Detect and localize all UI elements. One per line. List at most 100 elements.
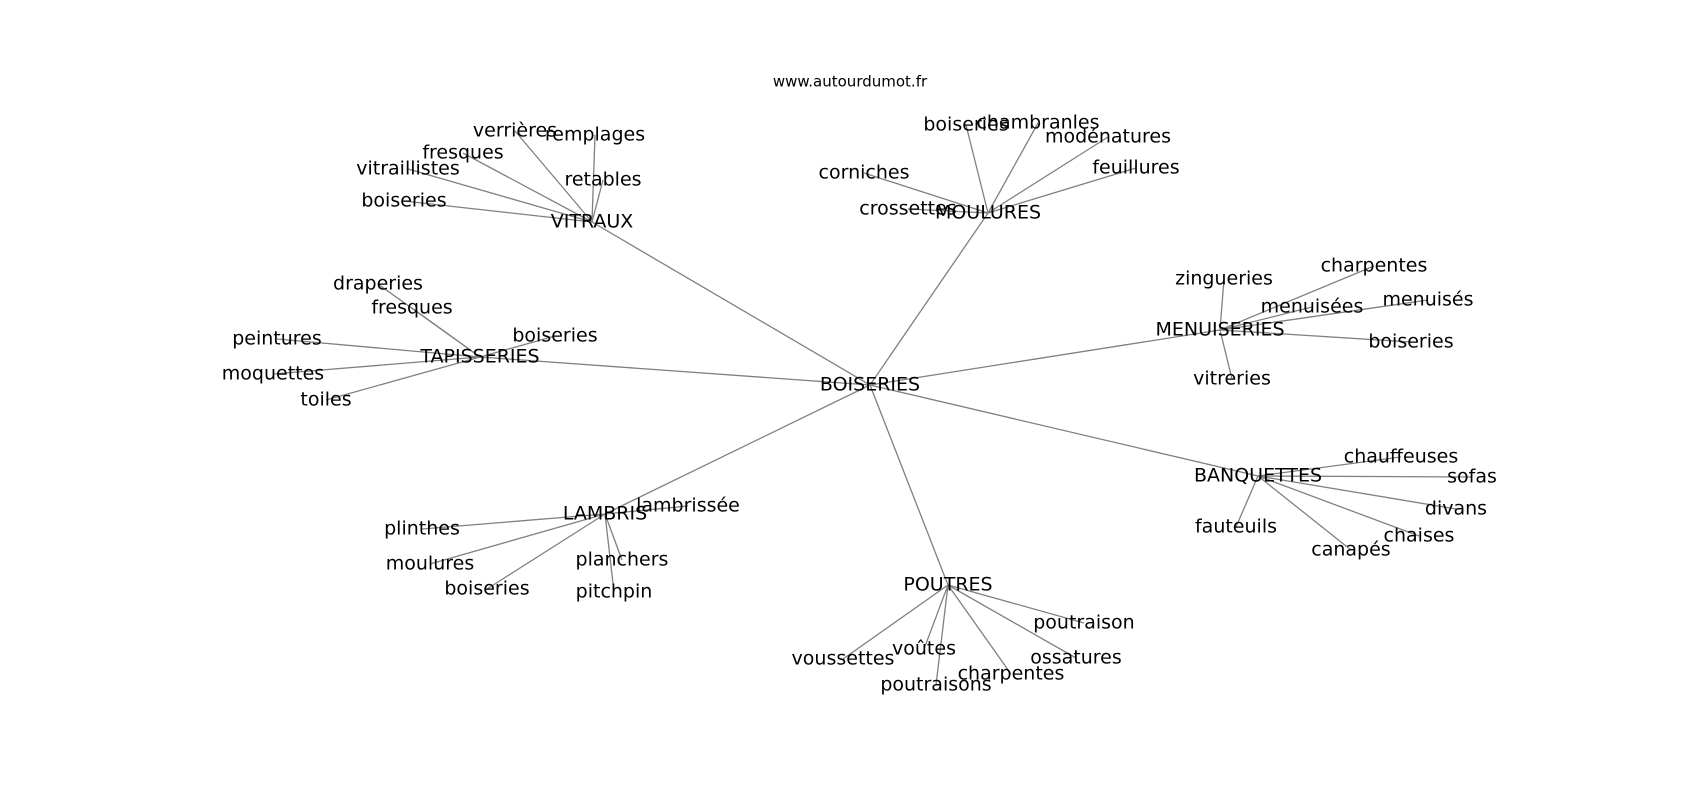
word-moulures-corniches: corniches: [819, 162, 910, 184]
word-moulures-chambranles: chambranles: [976, 112, 1099, 134]
word-menuiseries-boiseries: boiseries: [1368, 331, 1453, 353]
edge-tapisseries-boiseries: [479, 335, 556, 358]
word-moulures-boiseries: boiseries: [923, 114, 1008, 136]
edge-tapisseries-peintures: [276, 338, 481, 358]
root-word: BOISERIES: [820, 374, 920, 396]
word-banquettes-chauffeuses: chauffeuses: [1344, 446, 1458, 468]
word-banquettes-chaises: chaises: [1384, 525, 1455, 547]
edge-banquettes-canapes: [1257, 475, 1352, 551]
edge-vitraux-remplages: [591, 134, 596, 223]
word-poutres-voutes: voûtes: [892, 638, 956, 660]
word-banquettes-divans: divans: [1425, 498, 1487, 520]
edge-root-vitraux: [591, 221, 871, 386]
edge-tapisseries-toiles: [325, 356, 481, 401]
word-menuiseries-vitreries: vitreries: [1193, 368, 1271, 390]
word-lambris-moulures: moulures: [386, 553, 474, 575]
word-poutres-ossatures: ossatures: [1030, 647, 1122, 669]
edge-poutres-poutraisons: [935, 584, 949, 686]
cluster-banquettes: BANQUETTES: [1194, 465, 1322, 487]
edge-root-poutres: [869, 384, 949, 586]
word-lambris-pitchpin: pitchpin: [576, 581, 653, 603]
word-poutres-charpentes: charpentes: [958, 663, 1065, 685]
word-vitraux-boiseries: boiseries: [361, 190, 446, 212]
edge-moulures-crossettes: [907, 208, 989, 214]
word-menuiseries-zingueries: zingueries: [1175, 268, 1273, 290]
edge-banquettes-chaises: [1257, 475, 1420, 537]
edge-vitraux-vitraillistes: [407, 168, 593, 223]
edge-moulures-corniches: [863, 172, 989, 214]
edge-tapisseries-moquettes: [272, 356, 481, 375]
edge-menuiseries-boiseries: [1219, 329, 1412, 343]
word-poutres-voussettes: voussettes: [792, 648, 895, 670]
word-moulures-feuillures: feuillures: [1092, 157, 1179, 179]
word-menuiseries-menuisees: menuisées: [1261, 296, 1364, 318]
edge-moulures-chambranles: [987, 122, 1039, 214]
edges: [272, 122, 1473, 686]
edge-menuiseries-charpentes: [1219, 265, 1375, 331]
edge-banquettes-chauffeuses: [1257, 456, 1402, 477]
word-vitraux-retables: retables: [564, 169, 641, 191]
edge-moulures-feuillures: [987, 167, 1137, 214]
cluster-menuiseries: MENUISERIES: [1155, 319, 1284, 341]
edge-banquettes-fauteuils: [1235, 475, 1259, 528]
word-tapisseries-peintures: peintures: [232, 328, 322, 350]
edge-lambris-moulures: [429, 513, 606, 565]
word-moulures-modenatures: modénatures: [1045, 126, 1171, 148]
edge-menuiseries-menuises: [1219, 299, 1429, 331]
edge-menuiseries-vitreries: [1219, 329, 1233, 380]
edge-tapisseries-fresques: [411, 307, 481, 358]
edge-vitraux-verrieres: [514, 130, 593, 223]
word-banquettes-fauteuils: fauteuils: [1195, 516, 1277, 538]
edge-moulures-modenatures: [987, 136, 1109, 214]
edge-poutres-ossatures: [947, 584, 1077, 659]
word-lambris-boiseries: boiseries: [444, 578, 529, 600]
word-tapisseries-draperies: draperies: [333, 273, 423, 295]
edge-vitraux-retables: [591, 179, 604, 223]
edge-root-lambris: [604, 384, 871, 515]
edge-lambris-planchers: [604, 513, 623, 561]
word-tapisseries-moquettes: moquettes: [222, 363, 324, 385]
cluster-tapisseries: TAPISSERIES: [419, 346, 539, 368]
cluster-lambris: LAMBRIS: [563, 503, 647, 525]
word-tapisseries-fresques: fresques: [371, 297, 452, 319]
edge-lambris-boiseries: [486, 513, 606, 590]
word-menuiseries-charpentes: charpentes: [1321, 255, 1428, 277]
word-tapisseries-boiseries: boiseries: [512, 325, 597, 347]
edge-menuiseries-menuisees: [1219, 306, 1313, 331]
edge-root-moulures: [869, 212, 989, 386]
edge-poutres-poutraison: [947, 584, 1085, 624]
edge-root-tapisseries: [479, 356, 871, 386]
word-poutres-poutraisons: poutraisons: [880, 674, 991, 696]
word-lambris-plinthes: plinthes: [384, 518, 460, 540]
cluster-poutres: POUTRES: [903, 574, 992, 596]
edge-banquettes-divans: [1257, 475, 1457, 510]
word-poutres-poutraison: poutraison: [1033, 612, 1134, 634]
edge-banquettes-sofas: [1257, 475, 1473, 478]
edge-lambris-lambrissee: [604, 505, 689, 515]
word-menuiseries-menuises: menuisés: [1382, 289, 1473, 311]
word-tapisseries-toiles: toiles: [300, 389, 351, 411]
word-banquettes-canapes: canapés: [1311, 539, 1390, 561]
edge-root-menuiseries: [869, 329, 1221, 386]
cluster-vitraux: VITRAUX: [551, 211, 634, 233]
edge-root-banquettes: [869, 384, 1259, 477]
word-moulures-crossettes: crossettes: [859, 198, 956, 220]
word-vitraux-fresques: fresques: [422, 142, 503, 164]
edge-lambris-plinthes: [421, 513, 606, 530]
source-url: www.autourdumot.fr: [773, 73, 928, 91]
edge-poutres-charpentes: [947, 584, 1012, 675]
edge-moulures-boiseries: [965, 124, 989, 214]
cluster-moulures: MOULURES: [935, 202, 1041, 224]
word-vitraux-verrieres: verrières: [473, 120, 557, 142]
edge-lambris-pitchpin: [604, 513, 615, 593]
edge-vitraux-fresques: [462, 152, 593, 223]
word-lambris-planchers: planchers: [576, 549, 669, 571]
edge-poutres-voutes: [923, 584, 949, 650]
word-lambris-lambrissee: lambrissée: [636, 495, 740, 517]
word-vitraux-remplages: remplages: [545, 124, 645, 146]
edge-vitraux-boiseries: [403, 200, 593, 223]
word-vitraux-vitraillistes: vitraillistes: [356, 158, 459, 180]
edge-poutres-voussettes: [842, 584, 949, 660]
